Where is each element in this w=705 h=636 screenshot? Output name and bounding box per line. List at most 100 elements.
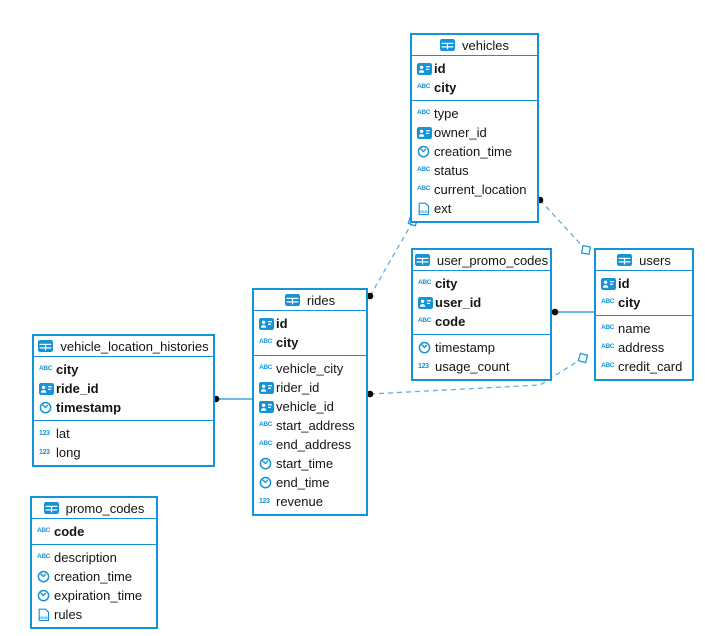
table-header[interactable]: users bbox=[596, 250, 692, 271]
column-row-start_time[interactable]: start_time bbox=[254, 454, 366, 473]
number-type-icon-glyph: 123 bbox=[418, 363, 429, 370]
clock-time-type-icon bbox=[37, 589, 54, 602]
abc-text-type-icon: ABC bbox=[417, 110, 434, 117]
column-name: address bbox=[618, 340, 665, 355]
column-name: end_time bbox=[276, 475, 330, 490]
primary-key-column-name: code bbox=[54, 524, 85, 539]
table-header[interactable]: vehicle_location_histories bbox=[34, 336, 213, 357]
column-row-user_id[interactable]: user_id bbox=[413, 293, 550, 312]
abc-text-type-icon-glyph: ABC bbox=[601, 324, 615, 332]
column-row-usage_count[interactable]: 123 usage_count bbox=[413, 357, 550, 376]
table-header[interactable]: user_promo_codes bbox=[413, 250, 550, 271]
relation-rides-to-users-endpoint-dot bbox=[366, 390, 374, 398]
column-name: usage_count bbox=[435, 359, 510, 374]
table-header[interactable]: rides bbox=[254, 290, 366, 311]
primary-key-column-name: timestamp bbox=[56, 400, 122, 415]
number-type-icon: 123 bbox=[418, 363, 435, 370]
column-row-timestamp[interactable]: timestamp bbox=[34, 398, 213, 417]
relation-rides-to-vehicles-line[interactable] bbox=[369, 222, 413, 297]
column-name: current_location bbox=[434, 182, 527, 197]
abc-text-type-icon: ABC bbox=[601, 299, 618, 306]
table-icon bbox=[43, 502, 61, 514]
abc-text-type-icon: ABC bbox=[259, 339, 276, 346]
number-type-icon: 123 bbox=[39, 430, 56, 437]
number-type-icon-glyph: 123 bbox=[259, 498, 270, 505]
id-badge-icon bbox=[417, 126, 434, 139]
column-row-id[interactable]: id bbox=[412, 59, 537, 78]
column-name: type bbox=[434, 106, 459, 121]
abc-text-type-icon: ABC bbox=[601, 363, 618, 370]
abc-text-type-icon: ABC bbox=[418, 318, 435, 325]
column-row-creation_time[interactable]: creation_time bbox=[32, 567, 156, 586]
json-type-icon: JSON bbox=[37, 608, 54, 622]
abc-text-type-icon-glyph: ABC bbox=[259, 338, 273, 346]
column-row-ride_id[interactable]: ride_id bbox=[34, 379, 213, 398]
abc-text-type-icon-glyph: ABC bbox=[601, 298, 615, 306]
column-row-rider_id[interactable]: rider_id bbox=[254, 378, 366, 397]
table-icon bbox=[414, 254, 432, 266]
abc-text-type-icon-glyph: ABC bbox=[259, 440, 273, 448]
id-badge-icon bbox=[259, 400, 276, 413]
column-row-id[interactable]: id bbox=[596, 274, 692, 293]
clock-time-type-icon bbox=[417, 145, 434, 158]
abc-text-type-icon: ABC bbox=[259, 422, 276, 429]
number-type-icon-glyph: 123 bbox=[39, 430, 50, 437]
column-name: start_address bbox=[276, 418, 355, 433]
id-badge-icon bbox=[39, 382, 56, 395]
abc-text-type-icon-glyph: ABC bbox=[417, 83, 431, 91]
column-row-ext[interactable]: JSON ext bbox=[412, 199, 537, 218]
column-name: rules bbox=[54, 607, 83, 622]
column-row-owner_id[interactable]: owner_id bbox=[412, 123, 537, 142]
id-badge-icon bbox=[259, 381, 276, 394]
column-row-creation_time[interactable]: creation_time bbox=[412, 142, 537, 161]
column-row-end_time[interactable]: end_time bbox=[254, 473, 366, 492]
column-row-id[interactable]: id bbox=[254, 314, 366, 333]
relation-rides-to-users-line[interactable] bbox=[369, 357, 584, 395]
primary-key-column-name: id bbox=[618, 276, 630, 291]
abc-text-type-icon: ABC bbox=[601, 344, 618, 351]
column-row-vehicle_id[interactable]: vehicle_id bbox=[254, 397, 366, 416]
table-header[interactable]: promo_codes bbox=[32, 498, 156, 519]
column-name: long bbox=[56, 445, 81, 460]
table-header[interactable]: vehicles bbox=[412, 35, 537, 56]
column-row-expiration_time[interactable]: expiration_time bbox=[32, 586, 156, 605]
relation-vehicles-to-users-line[interactable] bbox=[539, 199, 587, 251]
number-type-icon: 123 bbox=[259, 498, 276, 505]
abc-text-type-icon: ABC bbox=[417, 84, 434, 91]
svg-text:JSON: JSON bbox=[418, 210, 429, 214]
column-name: description bbox=[54, 550, 117, 565]
column-row-timestamp[interactable]: timestamp bbox=[413, 338, 550, 357]
clock-time-type-icon bbox=[37, 570, 54, 583]
column-name: ext bbox=[434, 201, 452, 216]
